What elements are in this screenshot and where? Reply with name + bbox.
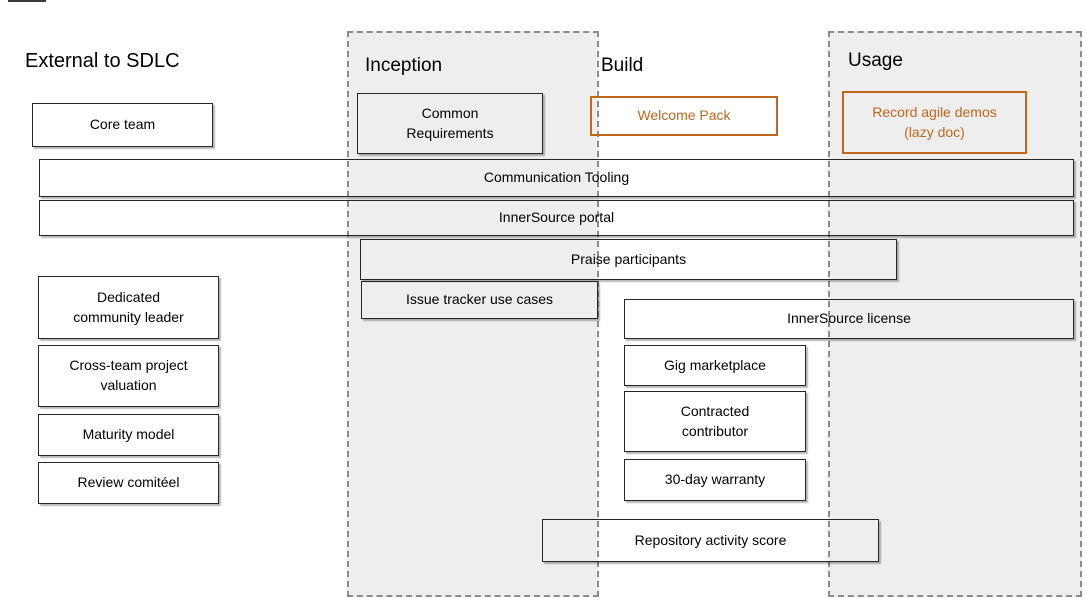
card-innersource-portal: InnerSource portal: [39, 200, 1074, 236]
card-30-day-warranty: 30-day warranty: [624, 459, 806, 501]
card-common-requirements: Common Requirements: [357, 93, 543, 154]
card-gig-marketplace: Gig marketplace: [624, 345, 806, 386]
card-innersource-license: InnerSource license: [624, 299, 1074, 339]
column-title-build: Build: [601, 55, 644, 76]
card-maturity-model: Maturity model: [38, 414, 219, 456]
top-edge-artifact: [8, 0, 46, 2]
heading-external-to-sdlc: External to SDLC: [25, 50, 180, 72]
column-title-usage: Usage: [848, 50, 903, 71]
card-core-team: Core team: [32, 103, 213, 147]
card-contracted-contributor: Contracted contributor: [624, 391, 806, 452]
card-record-agile-demos: Record agile demos (lazy doc): [842, 91, 1027, 154]
card-communication-tooling: Communication Tooling: [39, 159, 1074, 197]
card-cross-team-project-valuation: Cross-team project valuation: [38, 345, 219, 407]
column-usage: Usage: [828, 31, 1082, 597]
column-title-inception: Inception: [365, 55, 443, 76]
card-repository-activity-score: Repository activity score: [542, 519, 879, 562]
card-praise-participants: Praise participants: [360, 239, 897, 280]
card-issue-tracker-use-cases: Issue tracker use cases: [361, 281, 598, 319]
column-inception: Inception: [347, 31, 599, 597]
card-review-comiteel: Review comitéel: [38, 462, 219, 504]
card-welcome-pack: Welcome Pack: [590, 96, 778, 136]
card-dedicated-community-leader: Dedicated community leader: [38, 276, 219, 339]
